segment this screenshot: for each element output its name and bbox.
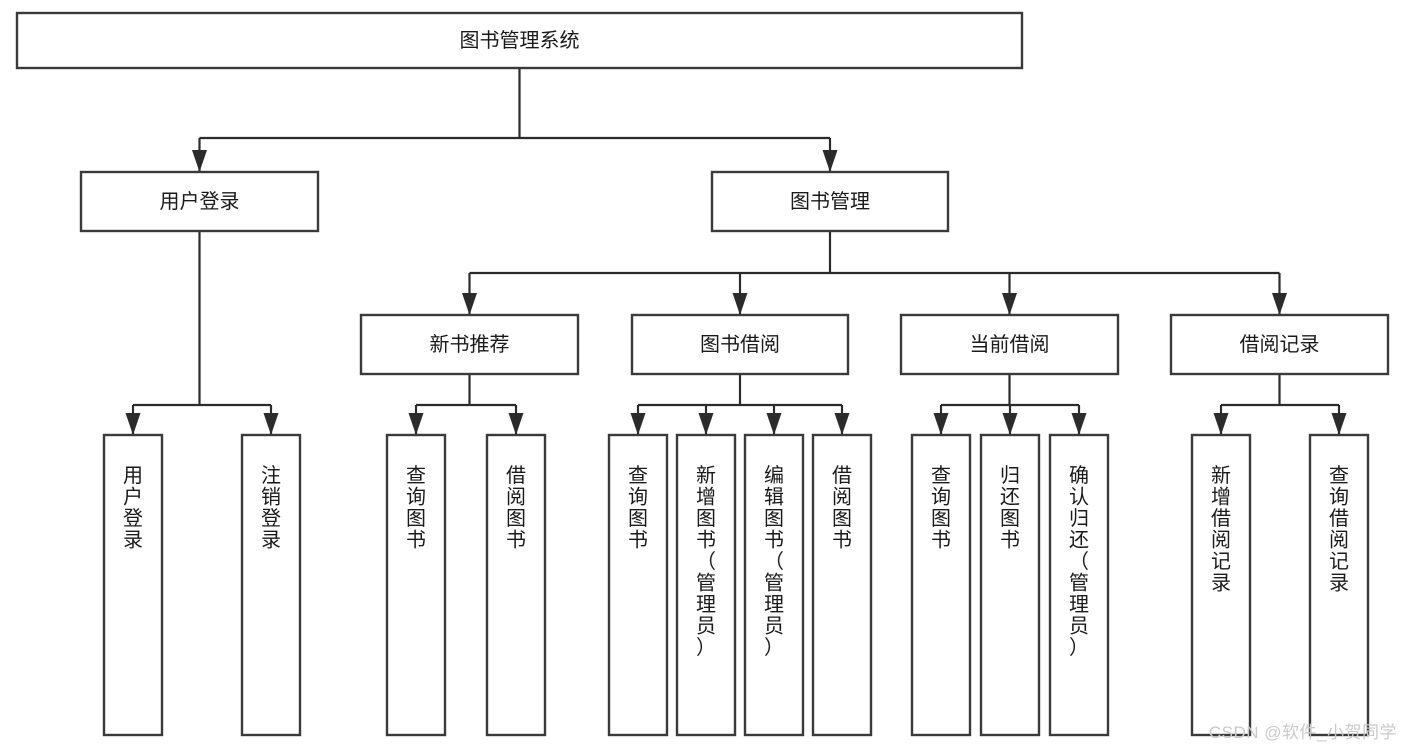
- node-label-new-book-recommend: 新书推荐: [430, 333, 510, 356]
- node-label-bb-edit-book-admin: 编辑图书（管理员）: [764, 464, 784, 659]
- node-user-login-leaf[interactable]: 用户登录: [102, 433, 164, 737]
- node-book-management[interactable]: 图书管理: [710, 170, 950, 233]
- node-cb-confirm-return-admin[interactable]: 确认归还（管理员）: [1048, 433, 1110, 737]
- node-label-user-login-leaf: 用户登录: [123, 465, 143, 552]
- node-label-cb-return-book: 归还图书: [1000, 464, 1020, 552]
- arrow-head-icon-new-book-recommend: [462, 293, 477, 315]
- node-borrow-records[interactable]: 借阅记录: [1169, 313, 1390, 376]
- node-box-bb-query-book: [607, 433, 669, 737]
- node-box-user-logout-leaf: [240, 433, 302, 737]
- node-box-cb-query-book: [910, 433, 972, 737]
- node-label-book-management: 图书管理: [790, 190, 870, 213]
- arrow-head-icon-current-borrow: [1002, 293, 1017, 315]
- node-box-br-add-record: [1190, 433, 1252, 737]
- node-label-cb-confirm-return-admin: 确认归还（管理员）: [1069, 464, 1089, 659]
- node-label-br-query-record: 查询借阅记录: [1329, 464, 1349, 595]
- node-box-borrow-records: [1169, 313, 1390, 376]
- node-box-nbr-query-book: [385, 433, 447, 737]
- node-root[interactable]: 图书管理系统: [15, 11, 1024, 70]
- node-nbr-borrow-book[interactable]: 借阅图书: [485, 433, 547, 737]
- node-cb-query-book[interactable]: 查询图书: [910, 433, 972, 737]
- node-box-bb-add-book-admin: [675, 433, 737, 737]
- node-label-bb-add-book-admin: 新增图书（管理员）: [696, 464, 716, 659]
- arrow-head-icon-bb-edit-book-admin: [766, 413, 782, 435]
- node-box-bb-edit-book-admin: [743, 433, 805, 737]
- arrow-head-icon-cb-query-book: [933, 413, 949, 435]
- node-label-bb-borrow-book: 借阅图书: [832, 464, 852, 552]
- node-label-nbr-query-book: 查询图书: [406, 464, 426, 552]
- node-box-bb-borrow-book: [811, 433, 873, 737]
- arrow-head-icon-bb-borrow-book: [834, 413, 850, 435]
- node-box-cb-return-book: [979, 433, 1041, 737]
- node-label-borrow-records: 借阅记录: [1240, 333, 1320, 356]
- node-label-book-borrow: 图书借阅: [700, 333, 780, 356]
- node-box-cb-confirm-return-admin: [1048, 433, 1110, 737]
- arrow-head-icon-br-add-record: [1213, 413, 1229, 435]
- node-label-nbr-borrow-book: 借阅图书: [506, 464, 526, 552]
- node-layer: 图书管理系统用户登录用户登录注销登录图书管理新书推荐查询图书借阅图书图书借阅查询…: [15, 11, 1390, 737]
- node-user-login[interactable]: 用户登录: [79, 170, 320, 233]
- arrow-head-icon-cb-confirm-return-admin: [1071, 413, 1087, 435]
- node-label-br-add-record: 新增借阅记录: [1211, 464, 1231, 595]
- node-new-book-recommend[interactable]: 新书推荐: [359, 313, 580, 376]
- csdn-watermark: CSDN @软件_小贺同学: [1208, 723, 1397, 742]
- node-bb-add-book-admin[interactable]: 新增图书（管理员）: [675, 433, 737, 737]
- arrow-head-icon-borrow-records: [1272, 293, 1287, 315]
- arrow-head-icon-user-logout-leaf: [263, 413, 279, 435]
- node-current-borrow[interactable]: 当前借阅: [899, 313, 1120, 376]
- node-box-root: [15, 11, 1024, 70]
- node-box-nbr-borrow-book: [485, 433, 547, 737]
- node-bb-query-book[interactable]: 查询图书: [607, 433, 669, 737]
- node-box-book-management: [710, 170, 950, 233]
- node-cb-return-book[interactable]: 归还图书: [979, 433, 1041, 737]
- node-box-user-login: [79, 170, 320, 233]
- node-label-user-logout-leaf: 注销登录: [261, 464, 281, 552]
- node-box-current-borrow: [899, 313, 1120, 376]
- arrow-head-icon-br-query-record: [1331, 413, 1347, 435]
- node-label-bb-query-book: 查询图书: [628, 464, 648, 552]
- arrow-head-icon-user-login-leaf: [125, 413, 141, 435]
- arrow-head-icon-user-login: [192, 150, 207, 172]
- node-user-logout-leaf[interactable]: 注销登录: [240, 433, 302, 737]
- node-label-current-borrow: 当前借阅: [970, 333, 1050, 356]
- node-book-borrow[interactable]: 图书借阅: [630, 313, 850, 376]
- node-label-root: 图书管理系统: [460, 29, 580, 52]
- node-label-user-login: 用户登录: [160, 190, 240, 213]
- node-bb-borrow-book[interactable]: 借阅图书: [811, 433, 873, 737]
- arrow-head-icon-book-management: [822, 150, 838, 172]
- node-bb-edit-book-admin[interactable]: 编辑图书（管理员）: [743, 433, 805, 737]
- node-br-add-record[interactable]: 新增借阅记录: [1190, 433, 1252, 737]
- node-nbr-query-book[interactable]: 查询图书: [385, 433, 447, 737]
- arrow-head-icon-bb-add-book-admin: [698, 413, 714, 435]
- node-box-book-borrow: [630, 313, 850, 376]
- arrow-head-icon-book-borrow: [732, 293, 748, 315]
- node-label-cb-query-book: 查询图书: [931, 464, 951, 552]
- arrow-head-icon-nbr-query-book: [408, 413, 424, 435]
- node-box-new-book-recommend: [359, 313, 580, 376]
- arrow-head-icon-cb-return-book: [1002, 413, 1018, 435]
- node-box-br-query-record: [1308, 433, 1370, 737]
- node-br-query-record[interactable]: 查询借阅记录: [1308, 433, 1370, 737]
- connector-layer: [125, 68, 1347, 435]
- arrow-head-icon-bb-query-book: [630, 413, 646, 435]
- arrow-head-icon-nbr-borrow-book: [508, 413, 524, 435]
- node-box-user-login-leaf: [102, 433, 164, 737]
